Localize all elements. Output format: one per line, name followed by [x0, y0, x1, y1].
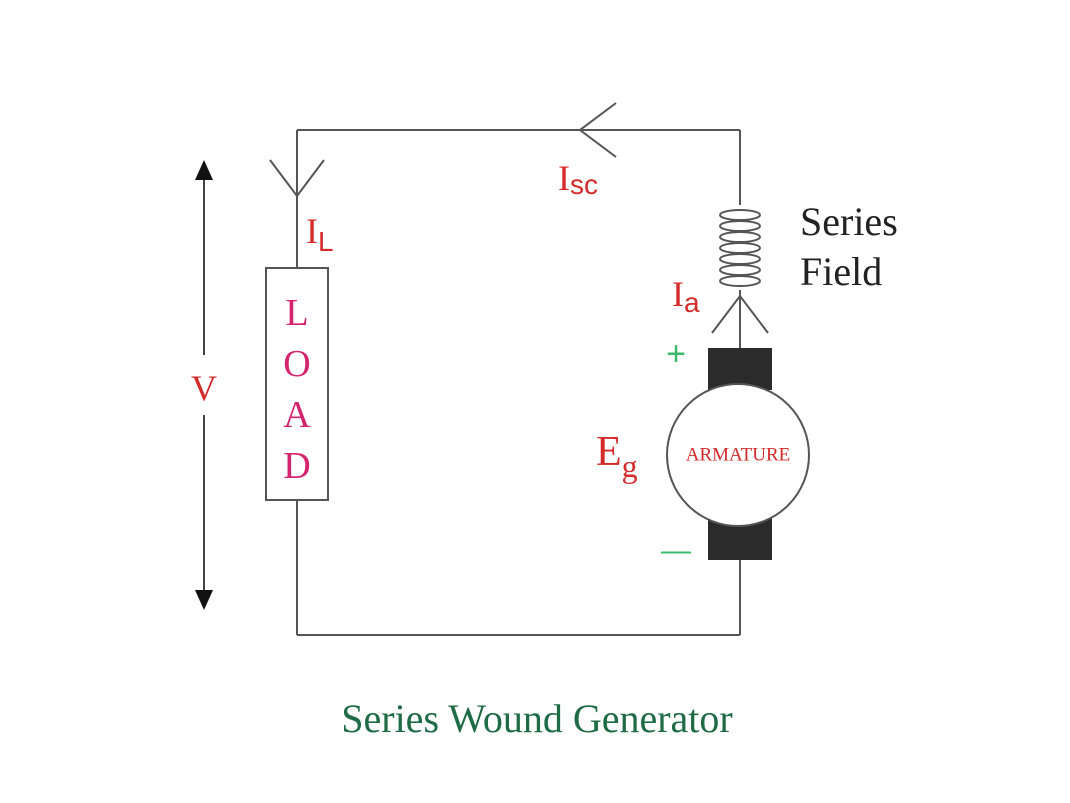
arrow-il: [269, 159, 325, 198]
polarity-negative: —: [661, 534, 691, 567]
polarity-positive: +: [666, 335, 686, 373]
brush-top: [708, 348, 772, 390]
series-field-label-line1: Series: [800, 199, 898, 244]
circuit-wires: [296, 129, 741, 636]
armature-label: ARMATURE: [686, 444, 791, 465]
arrow-isc: [578, 102, 617, 158]
load-box: [265, 267, 329, 501]
isc-sub: sc: [570, 169, 598, 200]
il-main: I: [306, 211, 318, 251]
series-field-label-line2: Field: [800, 249, 882, 294]
load-letter-2: O: [283, 343, 310, 385]
emf-label: Eg: [596, 429, 638, 484]
emf-sub: g: [622, 448, 638, 484]
current-label-il: IL: [306, 211, 334, 257]
il-sub: L: [318, 226, 334, 257]
current-label-ia: Ia: [672, 274, 700, 318]
current-arrows: [269, 102, 769, 334]
load-letter-1: L: [285, 292, 308, 334]
voltage-label: V: [191, 368, 217, 408]
series-field-coil: [719, 209, 761, 287]
diagram-title: Series Wound Generator: [341, 696, 732, 741]
emf-main: E: [596, 429, 622, 475]
isc-main: I: [558, 158, 570, 198]
ia-main: I: [672, 274, 684, 314]
voltage-arrow: [195, 160, 213, 610]
armature-circle: [666, 383, 810, 527]
arrow-up-icon: [195, 160, 213, 180]
load-letter-3: A: [283, 394, 311, 436]
arrow-down-icon: [195, 590, 213, 610]
ia-sub: a: [684, 287, 700, 318]
load-letter-4: D: [283, 445, 310, 487]
current-label-isc: Isc: [558, 158, 598, 200]
arrow-ia: [711, 294, 769, 334]
